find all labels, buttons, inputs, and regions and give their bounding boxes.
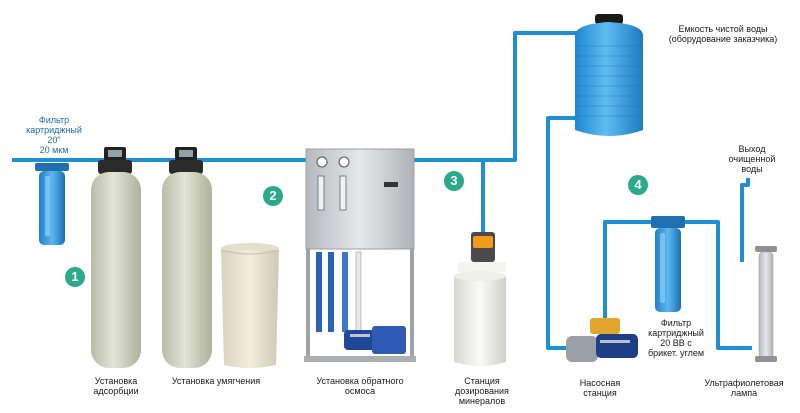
label-clean-water-tank: Емкость чистой воды (оборудование заказч…: [668, 24, 778, 44]
label-dosing-station: Станция дозирования минералов: [455, 376, 509, 406]
cartridge-filter-bb: [651, 216, 685, 312]
main-pipe: [12, 31, 578, 162]
output-pipe: [740, 178, 750, 262]
label-cartridge-filter-20: Фильтр картриджный 20" 20 мкм: [26, 115, 82, 155]
label-ro-unit: Установка обратного осмоса: [316, 376, 404, 396]
reverse-osmosis-unit: [304, 148, 416, 362]
brine-tank: [220, 243, 280, 368]
label-adsorption-unit: Установка адсорбции: [93, 376, 139, 396]
clean-water-tank: [575, 14, 643, 136]
pipe-network: [12, 31, 752, 350]
step-badge-4: 4: [628, 175, 648, 195]
label-pump-station: Насосная станция: [579, 378, 621, 398]
uv-lamp: [755, 246, 777, 362]
pump-to-filter-pipe: [603, 220, 752, 350]
adsorption-column: [91, 147, 141, 368]
cartridge-filter-20: [35, 163, 69, 245]
step-badge-1: 1: [65, 267, 85, 287]
softener-column: [162, 147, 212, 368]
label-clean-water-output: Выход очищенной воды: [728, 144, 776, 174]
dosing-station: [454, 232, 506, 366]
label-uv-lamp: Ультрафиолетовая лампа: [704, 378, 784, 398]
step-badge-3: 3: [444, 171, 464, 191]
label-cartridge-filter-bb: Фильтр картриджный 20 BB с брикет. углем: [647, 318, 705, 358]
tank-outlet-pipe: [546, 116, 598, 350]
step-badge-2: 2: [263, 186, 283, 206]
pump-station: [566, 318, 638, 362]
label-softener-unit: Установка умягчения: [171, 376, 261, 386]
